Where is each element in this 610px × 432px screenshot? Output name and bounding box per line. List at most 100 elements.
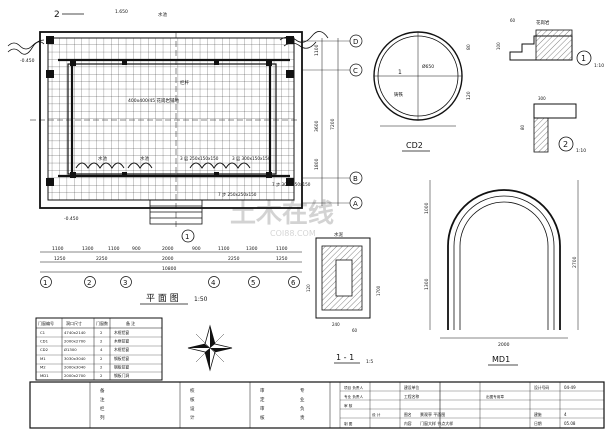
- signature-char: 核: [190, 396, 195, 403]
- detail-2: 300 80 2 1:10: [520, 96, 586, 154]
- dim-r1-5: 900: [192, 246, 201, 252]
- signature-char: 计: [190, 414, 195, 421]
- dim-r2-0: 1250: [54, 256, 66, 262]
- row-axis-B: B: [353, 175, 358, 183]
- role-4: 制 图: [344, 421, 353, 426]
- bottom-dims-row2: 1250 2250 2000 2250 1250: [54, 256, 288, 262]
- detail1-dim-0: 100: [496, 42, 501, 50]
- table-cell: 4: [100, 347, 103, 352]
- watermark: 土木在线 COI88.COM: [230, 199, 334, 238]
- table-cell: M2: [40, 364, 46, 369]
- signature-char: 业: [300, 396, 305, 403]
- col-axis-2: 2: [87, 279, 91, 287]
- step-note-1: 3 层 250x150x150: [180, 156, 219, 162]
- table-cell: CD1: [40, 339, 49, 344]
- table-cell: 木框铝窗: [114, 347, 129, 352]
- md1-width: 2000: [498, 342, 510, 348]
- right-dimensions: [321, 38, 339, 206]
- md1-title: MD1: [492, 355, 510, 364]
- dim-r1-7: 1300: [246, 246, 258, 252]
- elev-top: 1.650: [115, 9, 128, 15]
- detail2-scale: 1:10: [576, 148, 586, 154]
- table-cell: 钢板铝窗: [114, 356, 129, 361]
- cd2-dim-d: Ø650: [422, 63, 434, 70]
- plan-inner-outline: [67, 63, 277, 175]
- table-cell: M1: [40, 356, 46, 361]
- plan-paving-grid: [47, 37, 295, 201]
- dim-r2-1: 2250: [96, 256, 108, 262]
- table-cell: 2000x3040: [64, 364, 86, 369]
- section-1-1: 水泥 240 60 120 1700 1 - 1 1:5: [306, 231, 381, 365]
- table-cell: 4740x2140: [64, 330, 86, 335]
- top-label: 水池: [158, 11, 167, 18]
- col-axis-3: 3: [123, 279, 127, 287]
- role-3: 设 计: [372, 412, 381, 417]
- drawing-title-2: 门窗大样 节点大样: [420, 420, 453, 426]
- north-compass: [187, 324, 233, 372]
- detail1-dim-1: 60: [510, 18, 516, 23]
- col-label: 水池: [140, 155, 149, 162]
- section-dim-1: 60: [352, 328, 358, 333]
- dim-r1-0: 1100: [52, 246, 64, 252]
- row-axis-C: C: [353, 67, 358, 75]
- dim-total: 10800: [162, 266, 176, 272]
- bottom-dims-row1: 1100 1300 1100 900 2000 900 1100 1300 11…: [52, 246, 288, 252]
- table-header-2: 门窗数: [96, 320, 108, 326]
- date-label: 日期: [534, 421, 542, 426]
- md1-radius: 1000: [424, 202, 430, 214]
- elev-bottom: -0.450: [64, 216, 79, 222]
- role-2: 审 核: [344, 403, 353, 408]
- table-header-3: 备 注: [126, 320, 135, 326]
- right-dim-total: 7200: [330, 118, 336, 130]
- cd2-detail: 1 铸铁 Ø650 80 120 CD2: [373, 31, 472, 152]
- section-title: 1 - 1: [336, 353, 354, 362]
- sheet-label: 建施: [534, 412, 542, 417]
- role-1: 专业 负责人: [344, 394, 364, 399]
- table-cell: 2: [100, 373, 103, 378]
- proj-no: 04-49: [564, 385, 576, 390]
- signature-char: 负: [300, 405, 305, 412]
- signature-char: 设: [190, 405, 195, 412]
- dim-r1-1: 1300: [82, 246, 94, 252]
- table-cell: 钢板铝窗: [114, 364, 129, 369]
- col-axis-5: 5: [251, 279, 255, 287]
- cd2-title: CD2: [406, 141, 423, 150]
- date: 05.08: [564, 421, 576, 426]
- row-axis-A: A: [353, 200, 358, 208]
- signature-char: 核: [260, 414, 265, 421]
- signature-char: 注: [100, 396, 105, 403]
- seal-label: 出图专用章: [486, 394, 504, 399]
- right-dim-2: 3600: [314, 120, 320, 132]
- row-axis-D: D: [353, 38, 358, 46]
- proj-no-label: 设计号码: [534, 385, 549, 390]
- watermark-sub: COI88.COM: [270, 229, 316, 238]
- table-cell: CD2: [40, 347, 49, 352]
- section-dim-0: 240: [332, 322, 340, 327]
- step-note-4: 7 步 250x250x150: [218, 192, 257, 198]
- column-axis-bubbles: 1 2 3 4 5 6: [40, 276, 300, 288]
- detail1-num: 1: [581, 54, 586, 63]
- dim-r1-2: 1100: [108, 246, 120, 252]
- step-note-3: 7 步 300x250x150: [272, 182, 311, 188]
- field-2: 图名: [404, 412, 412, 417]
- detail2-dim-1: 80: [520, 124, 525, 130]
- sheet-no: 4: [564, 412, 567, 417]
- section-dim-2: 120: [306, 284, 311, 292]
- table-cell: 钢板门洞: [114, 373, 129, 378]
- elev-left: -0.450: [20, 58, 35, 64]
- cd2-dim-h: 80: [466, 44, 472, 50]
- detail1-label: 花岗岩: [536, 19, 550, 26]
- step-note-2: 3 层 300x150x150: [232, 156, 271, 162]
- signature-char: 专: [300, 387, 305, 394]
- role-0: 项目 负责人: [344, 385, 364, 390]
- col-axis-6: 6: [291, 279, 296, 287]
- signature-char: 定: [260, 396, 265, 403]
- table-cell: C1: [40, 330, 46, 335]
- md1-height-total: 2700: [572, 256, 578, 268]
- dim-r2-3: 2250: [228, 256, 240, 262]
- dim-r1-3: 900: [132, 246, 141, 252]
- detail1-scale: 1:10: [594, 63, 604, 69]
- section-mark: 1: [185, 233, 189, 241]
